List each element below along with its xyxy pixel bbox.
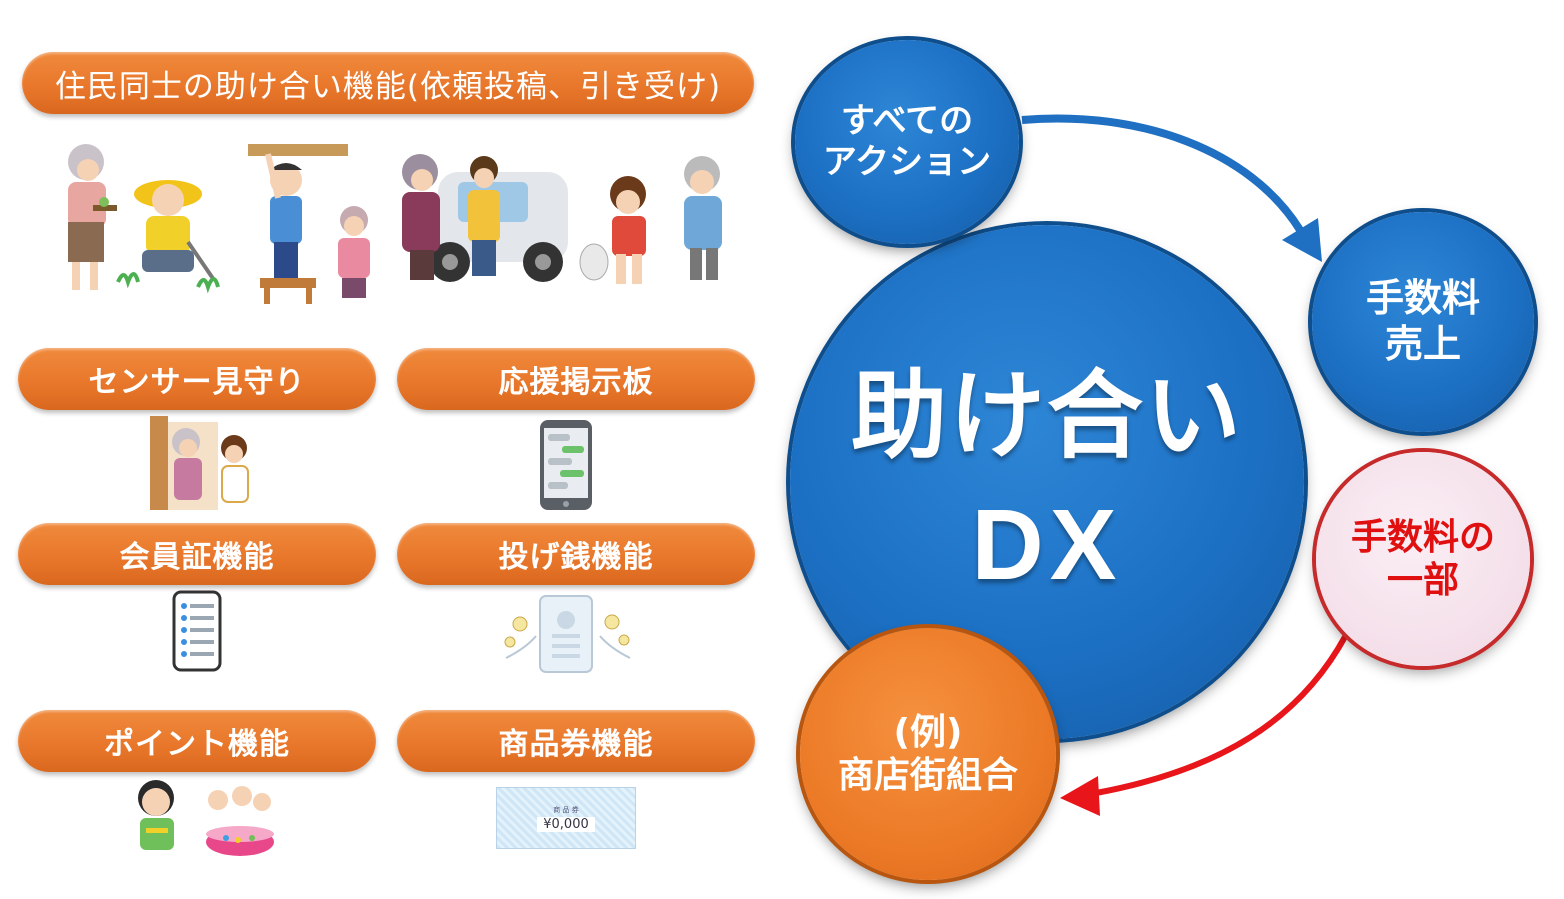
center-title-line1: 助け合い [851,359,1243,474]
example-shopping-street-circle: (例) 商店街組合 [800,628,1056,880]
fee-sales-circle: 手数料 売上 [1312,212,1534,432]
fee-part-line2: 一部 [1387,559,1459,602]
fee-sales-line2: 売上 [1385,322,1461,368]
arrow-actions-to-fees [1022,118,1300,230]
all-actions-circle: すべての アクション [795,40,1019,244]
all-actions-line2: アクション [823,142,991,183]
fee-part-circle: 手数料の 一部 [1316,452,1530,666]
arrow-head-blue [1282,218,1322,262]
example-line2: 商店街組合 [838,754,1018,797]
fee-sales-line1: 手数料 [1366,276,1480,322]
fee-part-line1: 手数料の [1351,516,1495,559]
arrow-head-red [1060,776,1100,816]
center-title-line2: DX [972,485,1123,605]
example-line1: (例) [894,711,963,754]
all-actions-line1: すべての [841,101,973,142]
